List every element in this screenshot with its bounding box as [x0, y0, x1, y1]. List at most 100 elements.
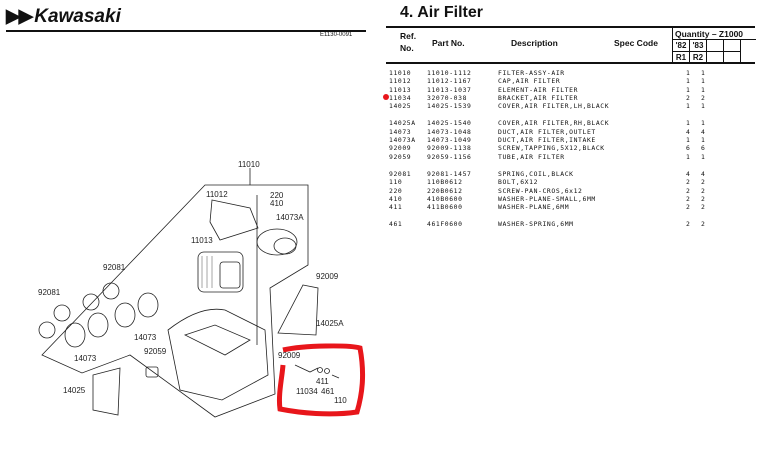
cell-part: 411B0600 [427, 203, 463, 212]
label-410: 410 [270, 199, 284, 208]
cell-part: 14025-1540 [427, 119, 472, 128]
year-82: '82 [673, 40, 690, 51]
cell-desc: DUCT,AIR FILTER,OUTLET [498, 127, 596, 136]
label-92009: 92009 [278, 351, 301, 360]
bracket-part [294, 364, 319, 373]
cell-q2: 2 [701, 186, 706, 195]
brand-name: Kawasaki [34, 6, 121, 27]
label-11012: 11012 [206, 190, 228, 199]
cell-q1: 1 [686, 69, 691, 77]
cell-q1: 4 [686, 169, 691, 178]
cell-ref: 92009 [389, 144, 412, 153]
cell-q1: 2 [686, 186, 691, 195]
label-14025a: 14025A [316, 319, 344, 328]
label-411: 411 [316, 377, 329, 386]
cell-q2: 1 [701, 102, 706, 111]
cell-desc: ELEMENT-AIR FILTER [498, 85, 579, 94]
description-header: Description [511, 38, 558, 48]
drawing-code: E1130-0091 [320, 32, 353, 38]
cell-desc: SPRING,COIL,BLACK [498, 169, 574, 178]
cell-ref: 411 [389, 203, 403, 212]
label-14073a: 14073A [276, 213, 304, 222]
cell-desc: COVER,AIR FILTER,RH,BLACK [498, 119, 610, 128]
cell-q2: 1 [701, 152, 706, 161]
cell-q2: 2 [701, 178, 706, 187]
cell-q1: 2 [686, 220, 691, 229]
cap-part [209, 199, 259, 241]
kawasaki-river-mark-icon: ▶▶ [6, 6, 33, 27]
cell-desc: COVER,AIR FILTER,LH,BLACK [498, 102, 610, 111]
element-part [197, 251, 244, 293]
cell-desc: SCREW,TAPPING,5X12,BLACK [498, 144, 605, 153]
quantity-header: Quantity – Z1000 '82 '83 R1 R2 [672, 28, 756, 63]
no-header: No. [400, 43, 414, 53]
spec-code-header: Spec Code [614, 38, 658, 48]
cell-part: 11010-1112 [427, 69, 472, 77]
cell-q2: 2 [701, 203, 706, 212]
label-11034: 11034 [296, 387, 318, 396]
cell-ref: 14073 [389, 127, 412, 136]
cell-part: 110B0612 [427, 178, 463, 187]
outlet-ducts [64, 292, 159, 348]
cell-ref: 14025A [389, 119, 416, 128]
cell-desc: WASHER-SPRING,6MM [498, 220, 574, 229]
cell-q2: 4 [701, 169, 706, 178]
cell-q2: 1 [701, 85, 706, 94]
cell-ref: 14073A [389, 136, 416, 145]
cell-q1: 1 [686, 119, 691, 128]
label-92081: 92081 [103, 263, 126, 272]
right-cover-part [277, 284, 319, 336]
red-marker-dot [383, 93, 389, 100]
label-14073: 14073 [134, 333, 157, 342]
left-cover-part [92, 367, 121, 416]
exploded-parts-diagram: 11010 11012 220 410 14073A 11013 92081 9… [38, 160, 366, 418]
cell-desc: TUBE,AIR FILTER [498, 152, 565, 161]
cell-part: 14073-1049 [427, 136, 472, 145]
cell-ref: 410 [389, 194, 403, 203]
cell-q1: 2 [686, 93, 691, 102]
section-title: 4. Air Filter [400, 4, 483, 21]
label-14073: 14073 [74, 354, 97, 363]
model-r1: R1 [673, 51, 690, 63]
cell-ref: 11013 [389, 85, 412, 94]
cell-part: 14073-1048 [427, 127, 472, 136]
cell-ref: 11010 [389, 69, 412, 77]
cell-part: 92059-1156 [427, 152, 472, 161]
spring-rings [38, 282, 120, 339]
year-83: '83 [690, 40, 707, 51]
ref-header: Ref. [400, 31, 417, 41]
cell-desc: BRACKET,AIR FILTER [498, 93, 579, 102]
cell-desc: CAP,AIR FILTER [498, 77, 561, 86]
model-r2: R2 [690, 51, 707, 63]
cell-q2: 2 [701, 93, 706, 102]
kawasaki-logo: ▶▶ Kawasaki [6, 6, 366, 32]
cell-part: 92009-1138 [427, 144, 472, 153]
label-110: 110 [334, 396, 347, 405]
cell-q2: 1 [701, 77, 706, 86]
label-11010: 11010 [238, 160, 260, 169]
cell-part: 461F0600 [427, 220, 463, 229]
cell-ref: 11012 [389, 77, 412, 86]
label-92059: 92059 [144, 347, 167, 356]
cell-desc: WASHER-PLANE-SMALL,6MM [498, 194, 596, 203]
cell-q1: 2 [686, 178, 691, 187]
label-92081: 92081 [38, 288, 61, 297]
red-highlight-circle [276, 343, 366, 417]
cell-part: 410B0600 [427, 194, 463, 203]
cell-q2: 6 [701, 144, 706, 153]
cell-q1: 1 [686, 102, 691, 111]
cell-desc: BOLT,6X12 [498, 178, 539, 187]
cell-q1: 1 [686, 152, 691, 161]
cell-part: 92081-1457 [427, 169, 472, 178]
cell-q2: 2 [701, 194, 706, 203]
cell-ref: 11034 [389, 93, 412, 102]
cell-q1: 2 [686, 203, 691, 212]
cell-q2: 2 [701, 220, 706, 229]
label-14025: 14025 [63, 386, 86, 395]
cell-q2: 4 [701, 127, 706, 136]
cell-ref: 461 [389, 220, 403, 229]
label-220: 220 [270, 191, 284, 200]
cell-q1: 4 [686, 127, 691, 136]
part-no-header: Part No. [432, 38, 465, 48]
cell-ref: 14025 [389, 102, 412, 111]
